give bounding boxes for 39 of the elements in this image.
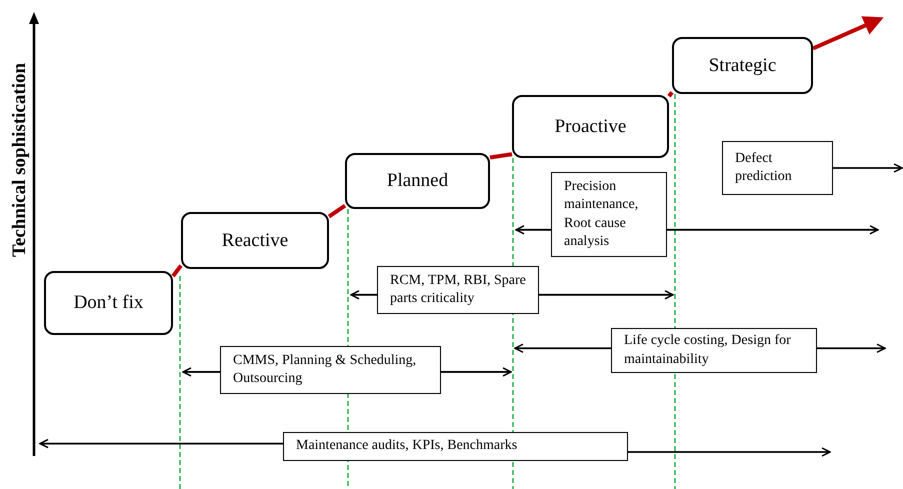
arrow — [441, 367, 512, 377]
stage-box — [181, 212, 329, 269]
arrow — [514, 344, 611, 353]
arrow — [817, 344, 886, 353]
practice-box — [220, 346, 441, 394]
practice-box — [283, 432, 628, 461]
axis-title: Technical sophistication — [9, 62, 32, 258]
stage-label: Don’t fix — [74, 292, 144, 314]
arrow — [182, 367, 220, 377]
connector-line — [667, 91, 674, 98]
arrow — [350, 290, 377, 300]
practice-label: Maintenance audits, KPIs, Benchmarks — [296, 437, 518, 456]
stage-label: Planned — [386, 170, 448, 192]
stage-box — [672, 37, 813, 94]
practice-label: Precision maintenance, Root cause analysis — [564, 178, 640, 251]
connector-line — [328, 204, 346, 218]
arrow — [833, 163, 903, 173]
arrow — [812, 16, 884, 50]
connector-line — [490, 152, 512, 160]
practice-label: RCM, TPM, RBI, Spare parts criticality — [390, 272, 526, 308]
stage-label: Reactive — [222, 230, 288, 252]
stage-box — [44, 271, 173, 335]
stage-label: Proactive — [554, 116, 626, 138]
practice-box — [377, 266, 539, 314]
arrow — [539, 290, 674, 300]
arrow — [39, 438, 283, 448]
stage-box — [512, 95, 669, 158]
practice-label: Defect prediction — [735, 150, 793, 186]
practice-box — [722, 141, 833, 195]
arrow — [667, 225, 879, 235]
arrow — [628, 447, 831, 457]
connector-line — [171, 264, 183, 278]
arrow — [515, 225, 551, 235]
practice-box — [551, 172, 667, 257]
practice-label: Life cycle costing, Design for maintainability — [624, 332, 792, 368]
practice-label: CMMS, Planning & Scheduling, Outsourcing — [233, 352, 418, 388]
stage-box — [345, 153, 490, 209]
practice-box — [611, 328, 817, 373]
stage-label: Strategic — [708, 54, 776, 76]
